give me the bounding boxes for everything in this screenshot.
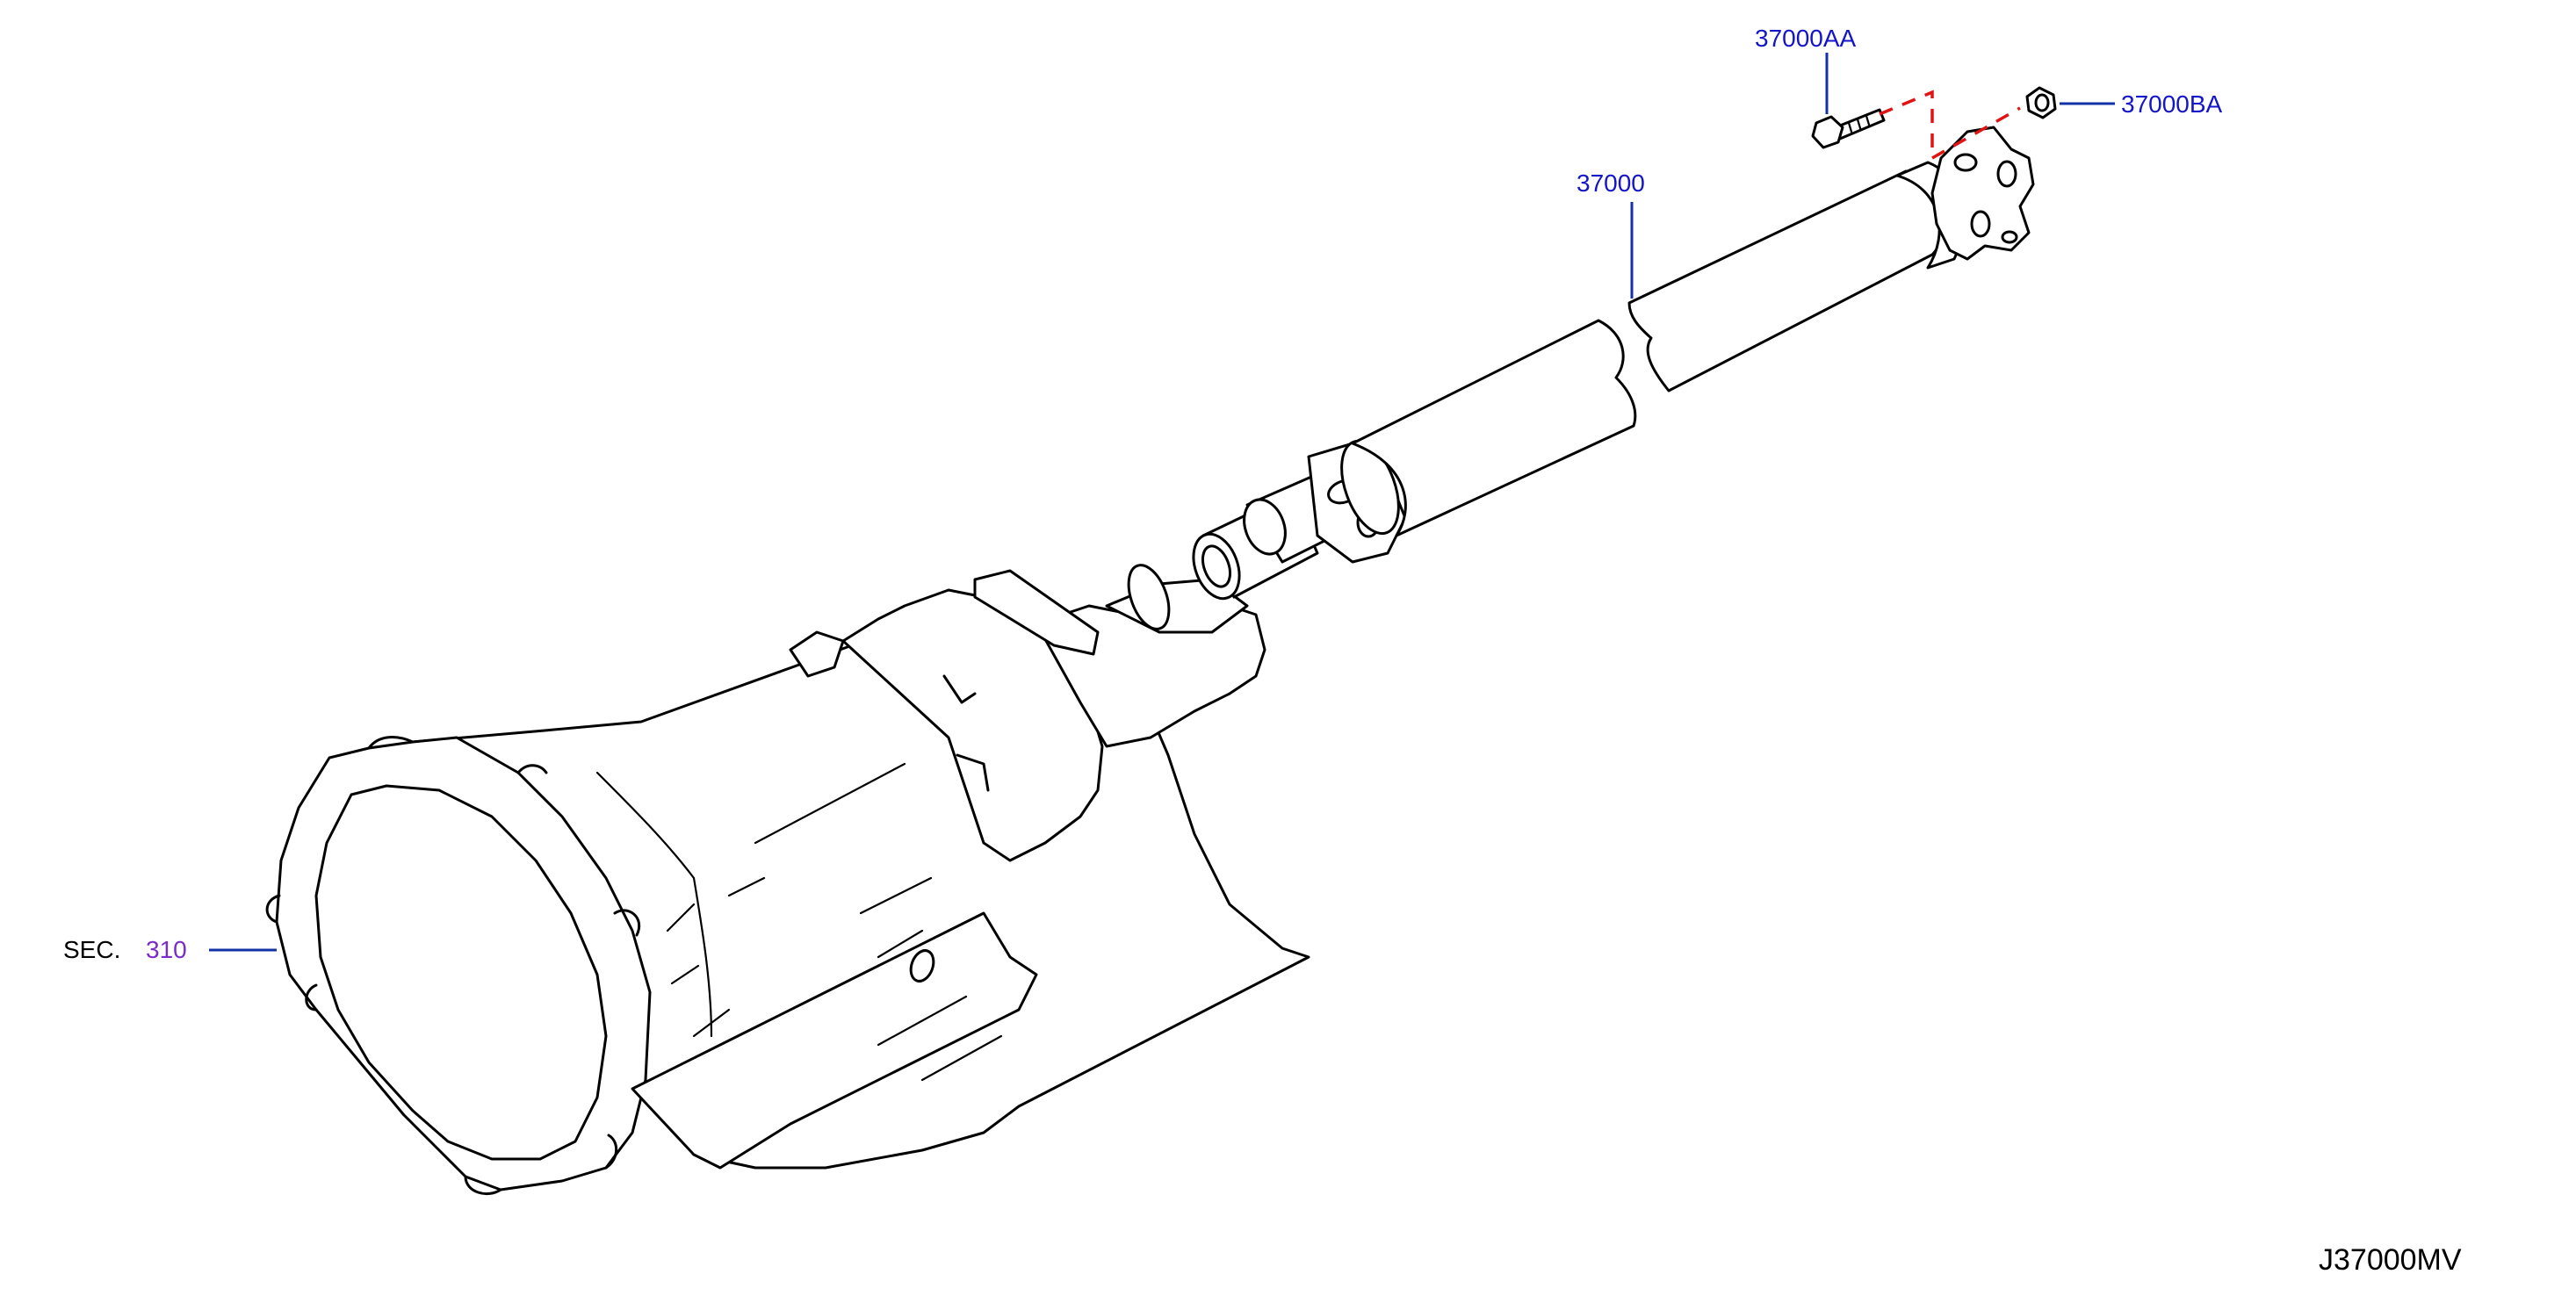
flange-nut — [2025, 86, 2057, 119]
bell-housing-opening — [314, 784, 608, 1161]
shaft-part-number: 37000 — [1577, 169, 1645, 197]
fastener-connector-line — [1879, 90, 2021, 162]
bolt-part-number: 37000AA — [1755, 25, 1857, 52]
propeller-shaft-assembly — [1192, 126, 2035, 601]
shaft-tube-front — [1351, 319, 1637, 537]
shaft-tube-rear — [1627, 169, 1945, 392]
transmission-assembly — [265, 564, 1310, 1195]
section-prefix: SEC. — [63, 936, 121, 963]
output-shaft-end — [1127, 564, 1171, 630]
rear-mount-bracket — [973, 569, 1100, 656]
companion-flange — [1930, 126, 2035, 261]
section-number-link[interactable]: 310 — [146, 936, 187, 963]
nut-part-number: 37000BA — [2121, 90, 2223, 118]
oil-pan — [631, 911, 1038, 1170]
flange-bolt — [1811, 108, 1886, 149]
figure-code: J37000MV — [2319, 1243, 2462, 1277]
tail-housing — [841, 588, 1104, 862]
